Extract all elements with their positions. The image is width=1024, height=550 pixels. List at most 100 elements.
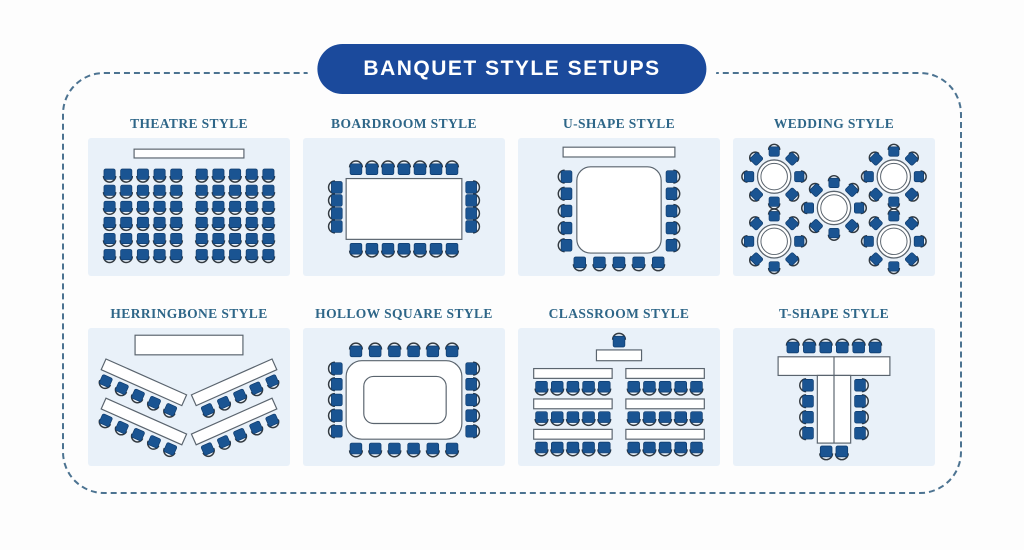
- chair-icon: [689, 411, 704, 427]
- chair-icon: [819, 445, 834, 461]
- chair-icon: [233, 388, 248, 404]
- table: [133, 148, 245, 159]
- chair-icon: [465, 392, 481, 408]
- chair-icon: [465, 180, 481, 195]
- chair-icon: [228, 168, 242, 183]
- chair-icon: [211, 200, 226, 215]
- chair-icon: [169, 168, 184, 183]
- chair-icon: [368, 342, 383, 358]
- chair-icon: [211, 249, 226, 264]
- chair-icon: [146, 435, 161, 450]
- table: [625, 398, 705, 410]
- chair-icon: [228, 216, 242, 232]
- chair-icon: [913, 170, 927, 183]
- chair-icon: [665, 169, 681, 184]
- angled-table-group: [190, 397, 278, 446]
- chair-icon: [380, 242, 396, 258]
- chair-icon: [557, 203, 573, 219]
- chair-icon: [854, 378, 869, 393]
- chair-icon: [785, 338, 800, 354]
- chair-icon: [597, 441, 612, 457]
- setup-title-hollow-square: HOLLOW SQUARE STYLE: [315, 306, 493, 321]
- chair-icon: [913, 235, 927, 248]
- chair-icon: [626, 411, 641, 427]
- chair-icon: [102, 168, 117, 183]
- chair-icon: [327, 206, 343, 221]
- boardroom-diagram: [327, 160, 481, 258]
- chair-icon: [364, 160, 380, 175]
- chair-icon: [194, 232, 209, 248]
- chair-icon: [136, 232, 150, 248]
- chair-icon: [818, 338, 833, 354]
- chair-icon: [406, 442, 421, 458]
- chair-icon: [102, 200, 117, 215]
- chair-icon: [465, 377, 481, 392]
- chair-icon: [557, 169, 573, 184]
- chair-icon: [169, 184, 184, 199]
- chair-icon: [119, 216, 134, 232]
- chair-icon: [887, 143, 901, 157]
- chair-icon: [611, 332, 627, 348]
- chair-icon: [749, 252, 764, 267]
- chair-icon: [657, 380, 673, 396]
- chair-icon: [904, 252, 919, 267]
- u-shape-diagram: [557, 146, 681, 272]
- setup-title-u-shape: U-SHAPE STYLE: [562, 116, 676, 131]
- setup-cell-t-shape: T-SHAPE STYLE: [733, 304, 935, 466]
- chair-icon: [657, 441, 673, 457]
- chair-icon: [152, 200, 167, 215]
- chair-icon: [119, 249, 134, 264]
- chair-icon: [364, 242, 380, 258]
- chair-icon: [249, 381, 264, 397]
- chair-icon: [799, 394, 814, 409]
- chair-icon: [868, 338, 883, 354]
- angled-table-group: [190, 358, 278, 407]
- classroom-diagram: [533, 332, 705, 457]
- chair-icon: [592, 256, 607, 272]
- chair-icon: [785, 252, 800, 267]
- chair-icon: [557, 220, 573, 236]
- chair-icon: [163, 442, 178, 458]
- chair-icon: [102, 184, 117, 199]
- chair-icon: [327, 377, 343, 392]
- chair-icon: [98, 413, 113, 429]
- chair-icon: [465, 408, 481, 423]
- chair-icon: [327, 408, 343, 423]
- chair-icon: [130, 388, 145, 404]
- chair-icon: [348, 160, 364, 175]
- chair-icon: [887, 196, 901, 210]
- chair-icon: [465, 206, 481, 221]
- chair-icon: [802, 338, 817, 354]
- table: [363, 375, 447, 425]
- chair-icon: [845, 219, 860, 234]
- chair-icon: [854, 394, 869, 409]
- chair-icon: [673, 441, 688, 457]
- chair-icon: [854, 410, 869, 425]
- chair-icon: [444, 442, 460, 458]
- chair-icon: [102, 232, 117, 248]
- chair-icon: [368, 442, 383, 458]
- chair-icon: [868, 216, 883, 231]
- chair-icon: [827, 227, 841, 241]
- chair-icon: [194, 249, 209, 264]
- chair-icon: [249, 420, 264, 436]
- chair-icon: [228, 184, 242, 199]
- chair-icon: [749, 151, 764, 166]
- chair-icon: [550, 441, 565, 457]
- chair-icon: [597, 411, 612, 427]
- setup-title-herringbone: HERRINGBONE STYLE: [110, 306, 268, 321]
- chair-icon: [834, 445, 849, 461]
- chair-icon: [534, 441, 549, 457]
- chair-icon: [854, 426, 869, 441]
- chair-icon: [130, 428, 145, 443]
- chair-icon: [406, 342, 421, 358]
- table: [562, 146, 676, 158]
- chair-icon: [387, 442, 402, 458]
- chair-icon: [550, 411, 565, 427]
- chair-icon: [785, 216, 800, 231]
- chair-icon: [799, 378, 814, 393]
- chair-icon: [136, 249, 150, 264]
- chair-icon: [211, 184, 226, 199]
- chair-icon: [261, 249, 276, 264]
- chair-icon: [169, 249, 184, 264]
